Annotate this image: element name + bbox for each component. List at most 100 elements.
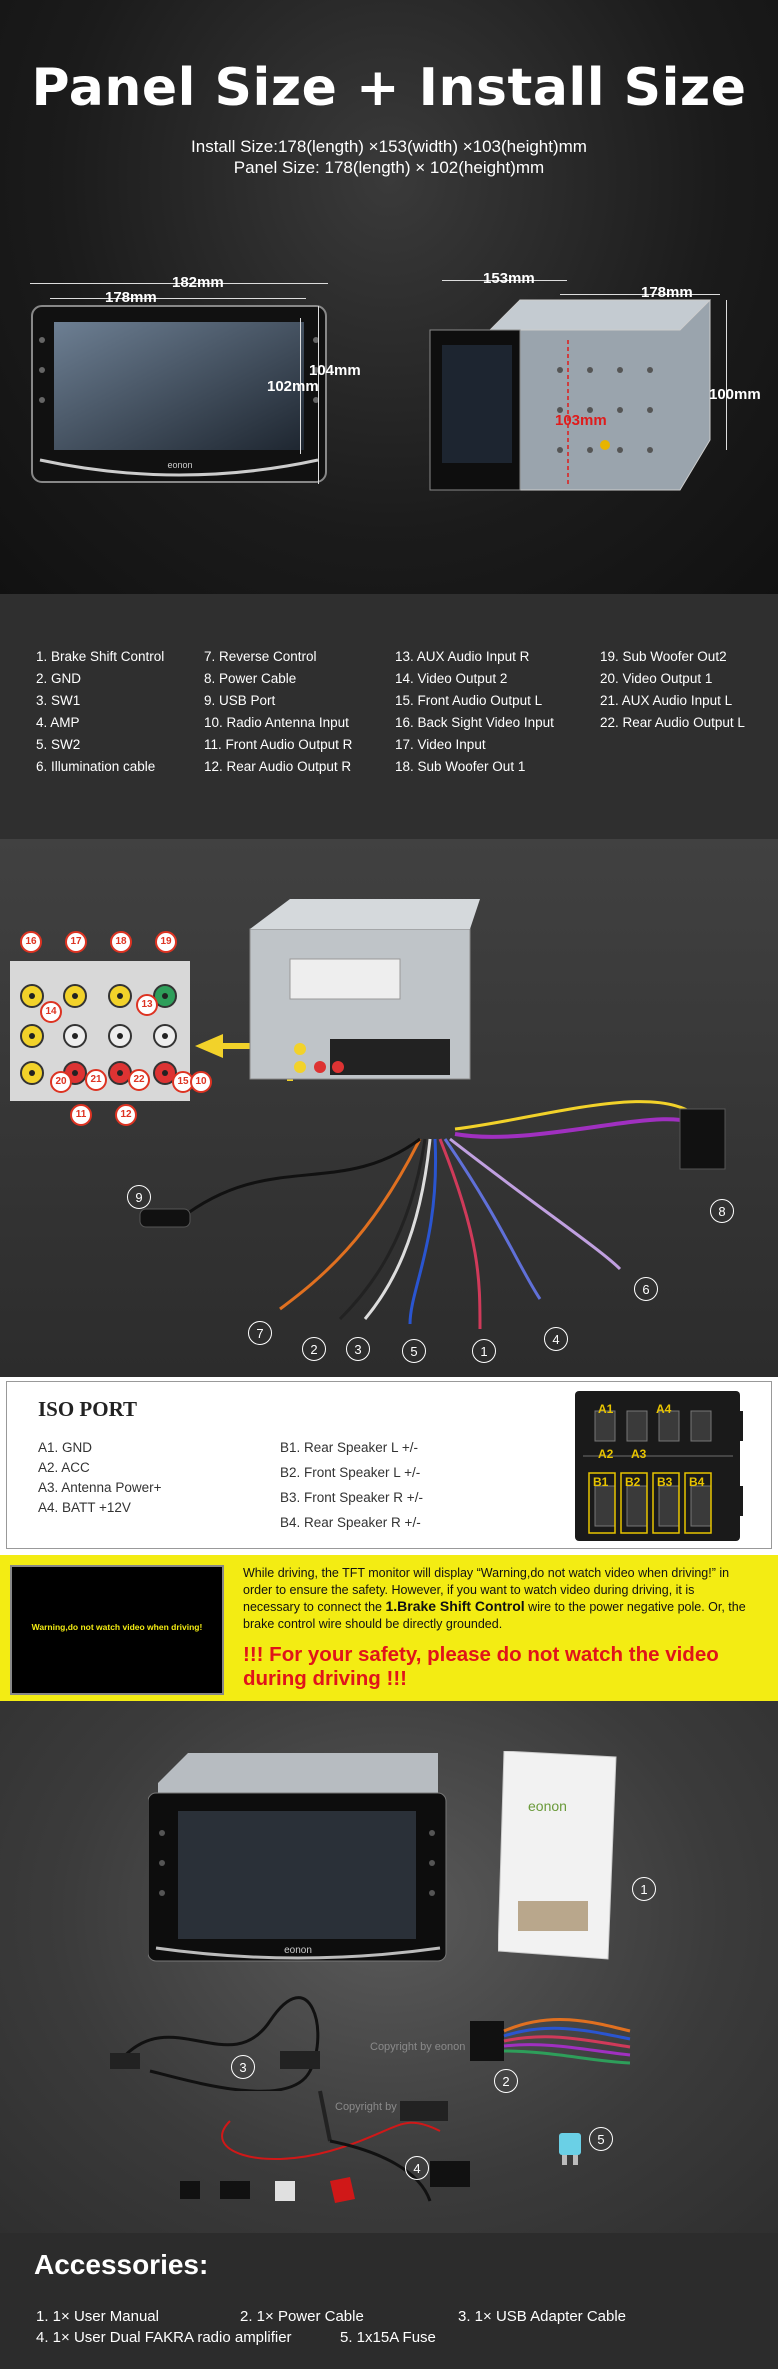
warning-section: Warning,do not watch video when driving!… <box>0 1555 778 1701</box>
pin-item: 14. Video Output 2 <box>395 671 508 686</box>
iso-b-item: B2. Front Speaker L +/- <box>280 1465 421 1480</box>
wire-badge: 2 <box>302 1337 326 1361</box>
safety-alert: !!! For your safety, please do not watch… <box>243 1643 719 1690</box>
wiring-section: 16 17 18 19 14 13 20 21 22 15 10 11 12 9… <box>0 839 778 1377</box>
connector-label: B2 <box>625 1475 641 1489</box>
iso-b-item: B4. Rear Speaker R +/- <box>280 1515 421 1530</box>
wire-badge: 4 <box>544 1327 568 1351</box>
head-unit-image: eonon <box>148 1753 447 1962</box>
usb-cable-image <box>110 1996 320 2091</box>
wire-badge: 1 <box>472 1339 496 1363</box>
pin-badge: 19 <box>155 931 177 953</box>
wire-badge: 3 <box>346 1337 370 1361</box>
connector-label: B3 <box>657 1475 673 1489</box>
box-width: 153mm <box>483 270 535 287</box>
fakra-amplifier-image <box>180 2090 470 2203</box>
pin-item: 21. AUX Audio Input L <box>600 693 733 708</box>
iso-b-item: B1. Rear Speaker L +/- <box>280 1440 418 1455</box>
brake-highlight: 1.Brake Shift Control <box>385 1598 525 1614</box>
pin-item: 5. SW2 <box>36 737 81 752</box>
pin-badge: 16 <box>20 931 42 953</box>
user-manual-image: eonon <box>498 1751 617 1960</box>
accessories-list-section: Accessories: 1. 1× User Manual 2. 1× Pow… <box>0 2233 778 2369</box>
svg-text:eonon: eonon <box>528 1798 567 1814</box>
pin-item: 15. Front Audio Output L <box>395 693 543 708</box>
wire-badge: 9 <box>127 1185 151 1209</box>
pin-item: 18. Sub Woofer Out 1 <box>395 759 526 774</box>
power-cable-image <box>470 2017 631 2065</box>
accessory-item: 3. 1× USB Adapter Cable <box>458 2308 627 2325</box>
pin-item: 4. AMP <box>36 715 80 730</box>
watermark: Copyright by eonon <box>370 2041 466 2053</box>
box-depth: 103mm <box>555 412 607 429</box>
pin-badge: 11 <box>70 1104 92 1126</box>
pin-item: 17. Video Input <box>395 737 486 752</box>
connector-label: A1 <box>598 1402 614 1416</box>
front-outer-width: 182mm <box>172 274 224 291</box>
iso-a-item: A2. ACC <box>38 1460 90 1475</box>
pin-item: 19. Sub Woofer Out2 <box>600 649 727 664</box>
pin-list-section: 1. Brake Shift Control 2. GND 3. SW1 4. … <box>0 594 778 839</box>
front-outer-height: 104mm <box>309 362 361 379</box>
accessory-item: 4. 1× User Dual FAKRA radio amplifier <box>36 2329 292 2346</box>
warning-screen-text: Warning,do not watch video when driving! <box>31 1622 203 1632</box>
iso-a-item: A4. BATT +12V <box>38 1500 131 1515</box>
accessories-photo-section: eonon eonon 1 3 2 Copyright by eonon Cop… <box>0 1701 778 2233</box>
panel-size-title: Panel Size + Install Size <box>31 58 747 118</box>
front-inner-width: 178mm <box>105 289 157 306</box>
pin-badge: 13 <box>136 994 158 1016</box>
pin-badge: 14 <box>40 1001 62 1023</box>
pin-item: 8. Power Cable <box>204 671 297 686</box>
item-badge: 3 <box>231 2055 255 2079</box>
pin-item: 22. Rear Audio Output L <box>600 715 745 730</box>
accessories-title: Accessories: <box>34 2249 209 2280</box>
pin-badge: 21 <box>85 1069 107 1091</box>
iso-port-section: ISO PORT A1. GND A2. ACC A3. Antenna Pow… <box>0 1377 778 1555</box>
item-badge: 2 <box>494 2069 518 2093</box>
iso-a-item: A1. GND <box>38 1440 93 1455</box>
wire-harness-image <box>139 1100 726 1330</box>
wire-badge: 8 <box>710 1199 734 1223</box>
connector-label: B4 <box>689 1475 705 1489</box>
accessory-item: 5. 1x15A Fuse <box>340 2329 436 2346</box>
head-unit-back-image <box>249 899 480 1080</box>
iso-b-item: B3. Front Speaker R +/- <box>280 1490 423 1505</box>
item-badge: 5 <box>589 2127 613 2151</box>
pin-badge: 10 <box>190 1071 212 1093</box>
pin-item: 13. AUX Audio Input R <box>395 649 530 664</box>
pin-badge: 20 <box>50 1071 72 1093</box>
pin-item: 7. Reverse Control <box>204 649 317 664</box>
warning-screen: Warning,do not watch video when driving! <box>10 1565 224 1695</box>
chassis-box-image <box>429 299 712 491</box>
iso-a-item: A3. Antenna Power+ <box>38 1480 162 1495</box>
connector-label: B1 <box>593 1475 609 1489</box>
pin-item: 9. USB Port <box>204 693 276 708</box>
pin-item: 11. Front Audio Output R <box>204 737 353 752</box>
front-panel-image: eonon <box>31 305 327 483</box>
front-inner-height: 102mm <box>267 378 319 395</box>
pin-item: 2. GND <box>36 671 82 686</box>
fuse-image <box>559 2133 581 2165</box>
pin-item: 1. Brake Shift Control <box>36 649 165 664</box>
pin-item: 20. Video Output 1 <box>600 671 713 686</box>
brand-logo: eonon <box>284 1945 312 1956</box>
pin-item: 16. Back Sight Video Input <box>395 715 554 730</box>
iso-connector-image <box>575 1391 743 1541</box>
pin-badge: 22 <box>128 1069 150 1091</box>
connector-label: A2 <box>598 1447 614 1461</box>
accessory-item: 1. 1× User Manual <box>36 2308 159 2325</box>
pin-item: 6. Illumination cable <box>36 759 156 774</box>
pin-col-2: 7. Reverse Control 8. Power Cable 9. USB… <box>204 646 352 778</box>
box-length: 178mm <box>641 284 693 301</box>
connector-label: A3 <box>631 1447 647 1461</box>
wire-badge: 7 <box>248 1321 272 1345</box>
svg-text:eonon: eonon <box>167 460 192 470</box>
warning-body: While driving, the TFT monitor will disp… <box>243 1566 746 1631</box>
pin-badge: 17 <box>65 931 87 953</box>
box-height: 100mm <box>709 386 761 403</box>
wire-badge: 6 <box>634 1277 658 1301</box>
pin-item: 10. Radio Antenna Input <box>204 715 349 730</box>
pin-badge: 12 <box>115 1104 137 1126</box>
pin-item: 12. Rear Audio Output R <box>204 759 352 774</box>
panel-size-text: Panel Size: 178(length) × 102(height)mm <box>233 158 545 177</box>
